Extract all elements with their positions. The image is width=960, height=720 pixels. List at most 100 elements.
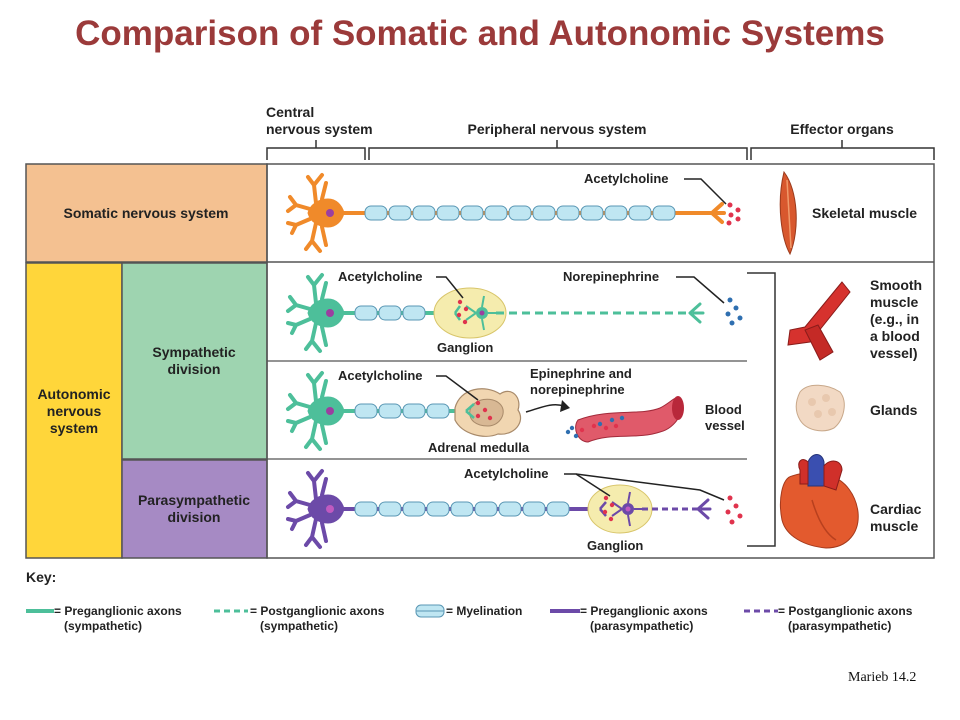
sympathetic-panel [121,262,268,460]
parasympathetic-label-1: Parasympathetic [138,492,250,508]
key-1-line2: (sympathetic) [64,619,142,633]
norepinephrine-label: Norepinephrine [563,269,659,284]
myelin-segment [378,305,402,321]
key-title: Key: [26,569,56,585]
myelin-segment [556,205,580,221]
blood-vessel-dots-blue [565,415,625,439]
autonomic-label-3: system [50,420,98,436]
parasympathetic-label-2: division [168,509,221,525]
key-item-postganglionic-sympathetic: = Postganglionic axons (sympathetic) [214,604,385,633]
myelin-segment [388,205,412,221]
key-item-postganglionic-parasympathetic: = Postganglionic axons (parasympathetic) [744,604,913,633]
somatic-label: Somatic nervous system [64,205,229,221]
autonomic-effector-bracket [747,272,776,547]
adrenal-ach-dots [475,400,493,421]
blood-vessel-dots-red [579,423,619,433]
key-item-preganglionic-sympathetic: = Preganglionic axons (sympathetic) [26,604,182,633]
effector-label: Effector organs [790,121,894,137]
key-item-myelination: = Myelination [415,604,522,618]
autonomic-panel [25,262,123,559]
adrenal-medulla-image [454,388,522,437]
myelin-segment [474,501,498,517]
blood-vessel-label-2: vessel [705,418,745,433]
myelin-segment [378,403,402,419]
sympathetic-preganglionic-neuron [286,273,455,353]
blood-vessel-label-1: Blood [705,402,742,417]
myelin-segment [402,305,426,321]
skeletal-muscle-label: Skeletal muscle [812,205,917,221]
smooth-muscle-label-5: vessel) [870,345,917,361]
sympathetic-adrenal-neuron [286,371,466,451]
sympathetic-ach-label: Acetylcholine [338,269,423,284]
myelin-segment [460,205,484,221]
adrenal-medulla-label: Adrenal medulla [428,440,530,455]
myelin-segment [652,205,676,221]
cns-bracket: Central nervous system [266,104,373,160]
epinephrine-label-1: Epinephrine and [530,366,632,381]
myelin-segment [426,403,450,419]
myelin-segment [546,501,570,517]
myelin-segment [402,501,426,517]
source-credit: Marieb 14.2 [848,670,917,685]
cns-label-line1: Central [266,104,314,120]
epinephrine-label-2: norepinephrine [530,382,625,397]
smooth-muscle-label-4: a blood [870,328,920,344]
somatic-ach-dots [726,202,741,226]
skeletal-muscle-image [779,170,797,256]
autonomic-label-2: nervous [47,403,102,419]
parasympathetic-preganglionic-neuron [286,469,600,549]
myelin-segment [378,501,402,517]
key-5-line2: (parasympathetic) [788,619,891,633]
sympathetic-ganglion-ach-dots [456,299,469,325]
myelin-segment [532,205,556,221]
myelin-segment [354,305,378,321]
key-3-line1: = Myelination [446,604,522,618]
somatic-ach-label: Acetylcholine [584,171,669,186]
pns-label: Peripheral nervous system [468,121,647,137]
somatic-panel [25,163,268,263]
parasympathetic-ach-dots [725,495,743,525]
myelin-segment [354,501,378,517]
myelin-segment [628,205,652,221]
sympathetic-ganglion [433,287,507,339]
norepinephrine-dots [725,297,743,326]
pns-bracket: Peripheral nervous system [368,121,748,160]
sympathetic-ganglion-label: Ganglion [437,340,493,355]
smooth-muscle-label-3: (e.g., in [870,311,919,327]
sympathetic-label-2: division [168,361,221,377]
adrenal-ach-label: Acetylcholine [338,368,423,383]
parasympathetic-ach-label: Acetylcholine [464,466,549,481]
cardiac-muscle-label-2: muscle [870,518,918,534]
myelin-segment [450,501,474,517]
parasympathetic-panel [121,459,268,559]
effector-bracket: Effector organs [750,121,935,160]
key-item-preganglionic-parasympathetic: = Preganglionic axons (parasympathetic) [550,604,708,633]
myelin-segment [604,205,628,221]
myelin-segment [402,403,426,419]
blood-vessel-image [575,396,684,443]
smooth-muscle-label-1: Smooth [870,277,922,293]
cns-label-line2: nervous system [266,121,373,137]
myelin-segment [436,205,460,221]
sympathetic-label-1: Sympathetic [152,344,235,360]
epinephrine-arrow [525,403,565,413]
smooth-muscle-blood-vessel-image [787,281,851,361]
myelin-segment [364,205,388,221]
sympathetic-ganglion-cell [453,295,496,331]
smooth-muscle-label-2: muscle [870,294,918,310]
myelin-segment [412,205,436,221]
autonomic-label-1: Autonomic [37,386,110,402]
glands-label: Glands [870,402,918,418]
key-2-line2: (sympathetic) [260,619,338,633]
cardiac-muscle-label-1: Cardiac [870,501,922,517]
myelin-segment [426,501,450,517]
myelin-segment [498,501,522,517]
parasympathetic-ganglion-label: Ganglion [587,538,643,553]
myelin-segment [522,501,546,517]
myelin-segment [484,205,508,221]
cardiac-muscle-heart-image [779,454,859,549]
key-4-line2: (parasympathetic) [590,619,693,633]
key-5-line1: = Postganglionic axons [778,604,913,618]
somatic-neuron [286,173,726,253]
